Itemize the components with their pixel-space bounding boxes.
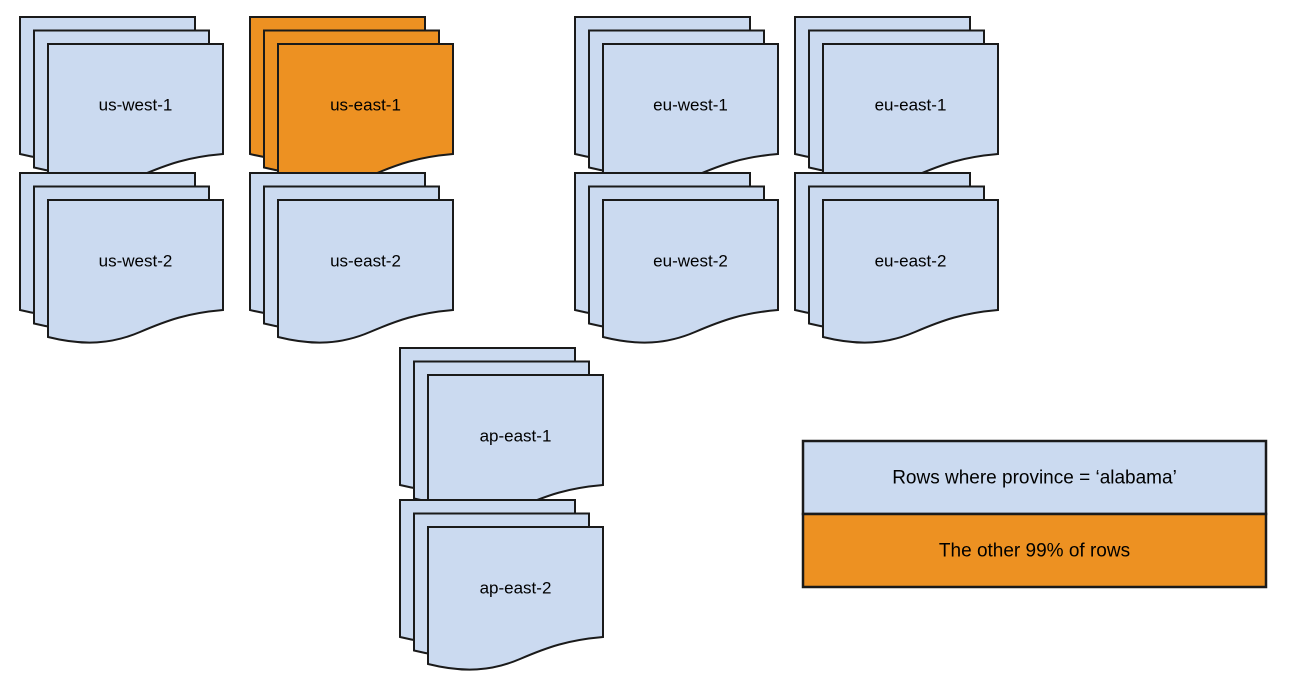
document-sheet-3	[427, 526, 604, 671]
document-sheet-3	[602, 199, 779, 344]
region-stack-eu-east-1[interactable]: eu-east-1	[794, 16, 999, 188]
region-stack-us-west-2[interactable]: us-west-2	[19, 172, 224, 344]
legend-group: Rows where province = ‘alabama’ The other…	[801, 439, 1268, 589]
legend-box: Rows where province = ‘alabama’ The other…	[801, 439, 1268, 589]
region-label-us-west-1: us-west-1	[99, 95, 173, 114]
region-stack-us-east-2[interactable]: us-east-2	[249, 172, 454, 344]
document-sheet-3	[277, 199, 454, 344]
legend-row-other-label: The other 99% of rows	[939, 541, 1130, 562]
region-stack-eu-west-1[interactable]: eu-west-1	[574, 16, 779, 188]
region-label-us-east-2: us-east-2	[330, 251, 401, 270]
region-label-eu-east-2: eu-east-2	[875, 251, 947, 270]
document-sheet-3	[602, 43, 779, 188]
region-stack-us-east-1[interactable]: us-east-1	[249, 16, 454, 188]
document-sheet-3	[277, 43, 454, 188]
document-sheet-3	[427, 374, 604, 519]
document-sheet-3	[47, 199, 224, 344]
region-label-ap-east-1: ap-east-1	[480, 426, 552, 445]
document-sheet-3	[822, 199, 999, 344]
region-label-us-east-1: us-east-1	[330, 95, 401, 114]
region-stack-us-west-1[interactable]: us-west-1	[19, 16, 224, 188]
region-stack-ap-east-1[interactable]: ap-east-1	[399, 347, 604, 519]
region-stack-eu-west-2[interactable]: eu-west-2	[574, 172, 779, 344]
region-stacks-group: us-west-1 us-west-2 us-east-1 us-east-2 eu-w…	[19, 16, 999, 671]
document-sheet-3	[47, 43, 224, 188]
document-sheet-3	[822, 43, 999, 188]
region-stack-ap-east-2[interactable]: ap-east-2	[399, 499, 604, 671]
region-label-eu-east-1: eu-east-1	[875, 95, 947, 114]
region-stack-eu-east-2[interactable]: eu-east-2	[794, 172, 999, 344]
legend-row-alabama-label: Rows where province = ‘alabama’	[892, 468, 1177, 489]
region-label-eu-west-2: eu-west-2	[653, 251, 728, 270]
legend-swatch-alabama	[801, 439, 1268, 516]
legend-swatch-other	[801, 512, 1268, 589]
region-label-ap-east-2: ap-east-2	[480, 578, 552, 597]
region-label-eu-west-1: eu-west-1	[653, 95, 728, 114]
region-label-us-west-2: us-west-2	[99, 251, 173, 270]
